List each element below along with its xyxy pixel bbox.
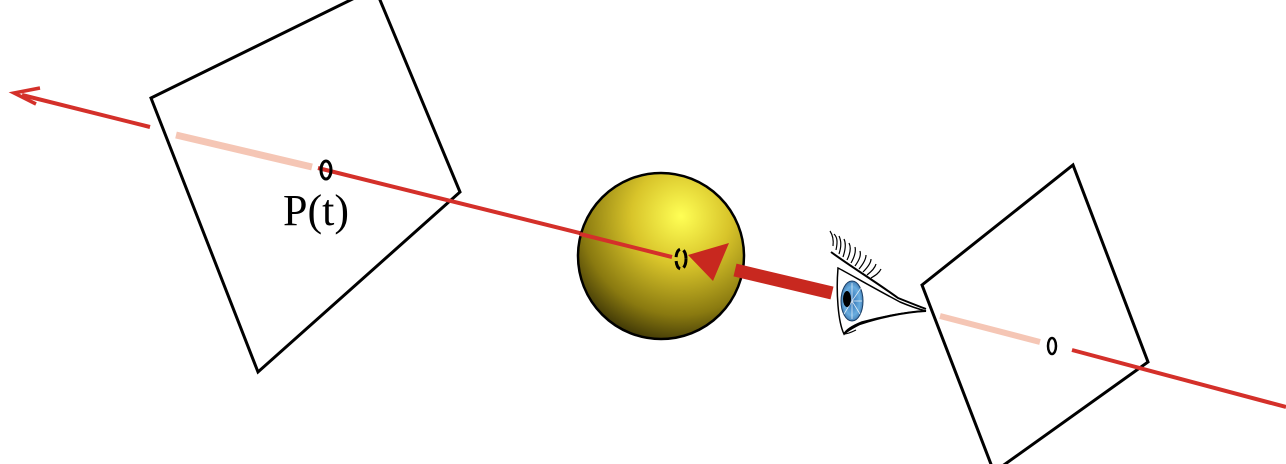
ray-faded-right <box>939 313 1041 345</box>
ray-faded-left <box>175 131 313 171</box>
ray-left-exit <box>21 93 151 129</box>
primary-ray-head <box>688 243 729 281</box>
point-marker-sphere <box>674 247 688 271</box>
image-plane-left <box>149 0 462 375</box>
ray-right-tail <box>1071 348 1286 409</box>
ray-over-sphere <box>579 232 673 259</box>
ray-arrowhead <box>8 86 41 106</box>
image-plane-right <box>920 162 1150 464</box>
primary-ray-shaft <box>733 263 834 300</box>
point-label: P(t) <box>283 186 349 235</box>
eye-icon <box>829 230 927 336</box>
point-marker-right <box>1046 336 1058 356</box>
point-marker-left <box>319 159 333 181</box>
